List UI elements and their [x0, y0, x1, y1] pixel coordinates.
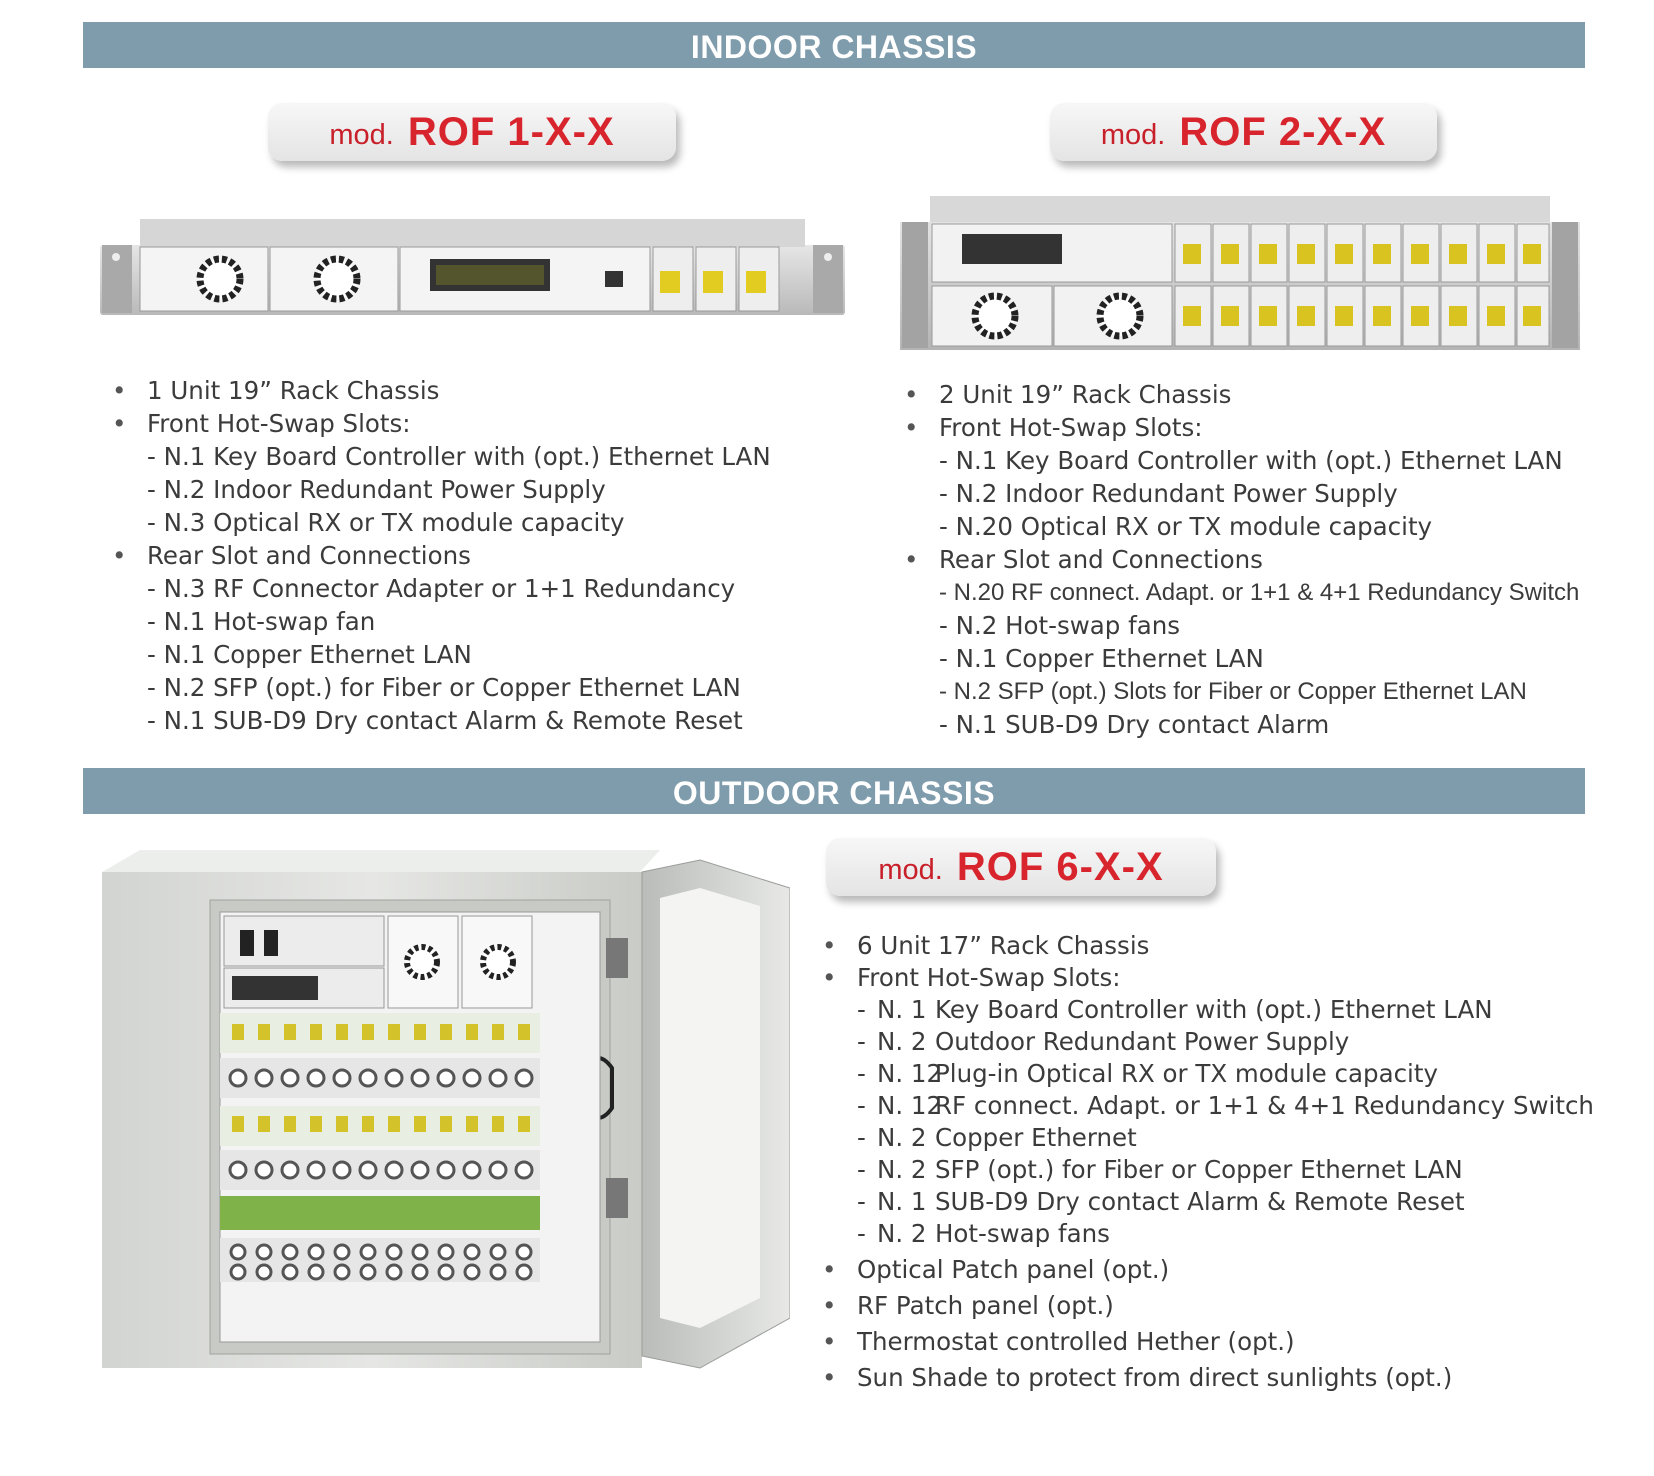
feature-item: 6 Unit 17” Rack Chassis — [822, 930, 1642, 962]
model-name: ROF 2-X-X — [1179, 109, 1387, 154]
slot-dash: - — [857, 1059, 866, 1088]
feature-item: Front Hot-Swap Slots: — [112, 407, 882, 440]
feature-item: RF Patch panel (opt.) — [822, 1288, 1642, 1324]
slot-dash: - — [857, 1027, 866, 1056]
feature-item: Sun Shade to protect from direct sunligh… — [822, 1360, 1642, 1396]
slot-desc: SFP (opt.) for Fiber or Copper Ethernet … — [935, 1155, 1463, 1184]
slot-desc: Outdoor Redundant Power Supply — [935, 1027, 1350, 1056]
feature-item: Front Hot-Swap Slots: — [822, 962, 1642, 994]
model-prefix: mod. — [878, 853, 943, 886]
slot-dash: - — [857, 1187, 866, 1216]
slot-desc: Key Board Controller with (opt.) Etherne… — [935, 995, 1493, 1024]
feature-subitem: - N.20 RF connect. Adapt. or 1+1 & 4+1 R… — [939, 579, 1580, 606]
feature-subitem: - N.1 Key Board Controller with (opt.) E… — [939, 446, 1563, 475]
slot-count: N. 2 — [877, 1219, 927, 1248]
slot-count: N. 1 — [877, 995, 927, 1024]
feature-subitem: - N.1 Key Board Controller with (opt.) E… — [147, 442, 771, 471]
feature-subitem: - N.3 RF Connector Adapter or 1+1 Redund… — [147, 574, 736, 603]
outdoor-cabinet-image — [102, 850, 790, 1369]
feature-item: Rear Slot and Connections — [904, 543, 1644, 576]
indoor-chassis-header: INDOOR CHASSIS — [83, 22, 1585, 68]
slot-desc: RF connect. Adapt. or 1+1 & 4+1 Redundan… — [935, 1091, 1594, 1120]
feature-subitem: - N.20 Optical RX or TX module capacity — [939, 512, 1433, 541]
rof2-chassis-image — [900, 196, 1580, 350]
feature-subitem: - N.2 Indoor Redundant Power Supply — [939, 479, 1398, 508]
feature-item: Front Hot-Swap Slots: — [904, 411, 1644, 444]
model-badge-rof1: mod. ROF 1-X-X — [268, 103, 676, 161]
slot-desc: Plug-in Optical RX or TX module capacity — [935, 1059, 1438, 1088]
feature-subitem: - N.1 SUB-D9 Dry contact Alarm — [939, 710, 1330, 739]
feature-subitem: - N.1 Copper Ethernet LAN — [147, 640, 472, 669]
feature-subitem: - N.2 SFP (opt.) for Fiber or Copper Eth… — [147, 673, 741, 702]
slot-count: N. 1 — [877, 1187, 927, 1216]
slot-dash: - — [857, 1155, 866, 1184]
slot-dash: - — [857, 1219, 866, 1248]
feature-item: Rear Slot and Connections — [112, 539, 882, 572]
outdoor-chassis-header: OUTDOOR CHASSIS — [83, 768, 1585, 814]
slot-count: N. 12 — [877, 1091, 943, 1120]
slot-dash: - — [857, 1123, 866, 1152]
feature-item: 2 Unit 19” Rack Chassis — [904, 378, 1644, 411]
slot-count: N. 12 — [877, 1059, 943, 1088]
model-badge-rof2: mod. ROF 2-X-X — [1050, 103, 1437, 161]
slot-desc: Copper Ethernet — [935, 1123, 1137, 1152]
feature-subitem: - N.1 Copper Ethernet LAN — [939, 644, 1264, 673]
slot-dash: - — [857, 995, 866, 1024]
model-name: ROF 1-X-X — [407, 109, 615, 154]
slot-count: N. 2 — [877, 1123, 927, 1152]
slot-count: N. 2 — [877, 1027, 927, 1056]
feature-subitem: - N.2 Indoor Redundant Power Supply — [147, 475, 606, 504]
feature-subitem: - N.2 SFP (opt.) Slots for Fiber or Copp… — [939, 678, 1527, 705]
model-prefix: mod. — [329, 118, 394, 151]
slot-desc: Hot-swap fans — [935, 1219, 1110, 1248]
feature-item: 1 Unit 19” Rack Chassis — [112, 374, 882, 407]
slot-dash: - — [857, 1091, 866, 1120]
rof1-chassis-image — [100, 219, 845, 315]
rof1-feature-list: 1 Unit 19” Rack Chassis Front Hot-Swap S… — [112, 374, 882, 737]
feature-item: Thermostat controlled Hether (opt.) — [822, 1324, 1642, 1360]
model-name: ROF 6-X-X — [956, 844, 1164, 889]
feature-subitem: - N.2 Hot-swap fans — [939, 611, 1181, 640]
model-prefix: mod. — [1100, 118, 1166, 151]
model-badge-rof6: mod. ROF 6-X-X — [826, 838, 1216, 896]
slot-count: N. 2 — [877, 1155, 927, 1184]
feature-subitem: - N.3 Optical RX or TX module capacity — [147, 508, 625, 537]
feature-subitem: - N.1 SUB-D9 Dry contact Alarm & Remote … — [147, 706, 743, 735]
rof2-feature-list: 2 Unit 19” Rack Chassis Front Hot-Swap S… — [904, 378, 1644, 741]
feature-subitem: - N.1 Hot-swap fan — [147, 607, 376, 636]
rof6-feature-list: 6 Unit 17” Rack Chassis Front Hot-Swap S… — [822, 930, 1642, 1396]
slot-desc: SUB-D9 Dry contact Alarm & Remote Reset — [935, 1187, 1465, 1216]
feature-item: Optical Patch panel (opt.) — [822, 1252, 1642, 1288]
